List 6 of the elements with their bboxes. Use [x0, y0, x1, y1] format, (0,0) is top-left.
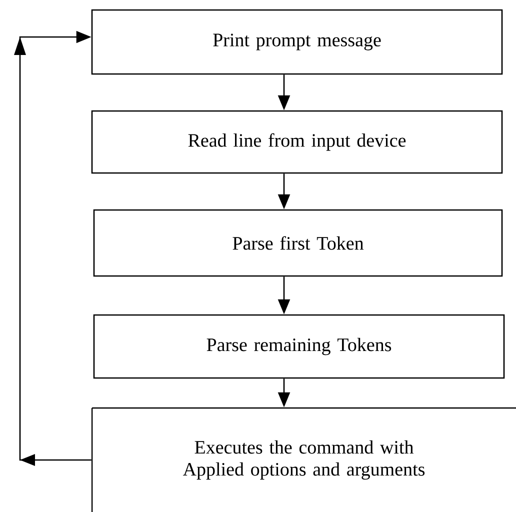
process-box: Parse first Token	[93, 209, 503, 277]
process-box: Print prompt message	[91, 9, 503, 75]
process-box: Parse remaining Tokens	[93, 314, 505, 379]
process-box: Read line from input device	[91, 110, 503, 174]
process-box: Executes the command with Applied options and arguments	[91, 407, 516, 512]
arrow	[14, 30, 92, 466]
